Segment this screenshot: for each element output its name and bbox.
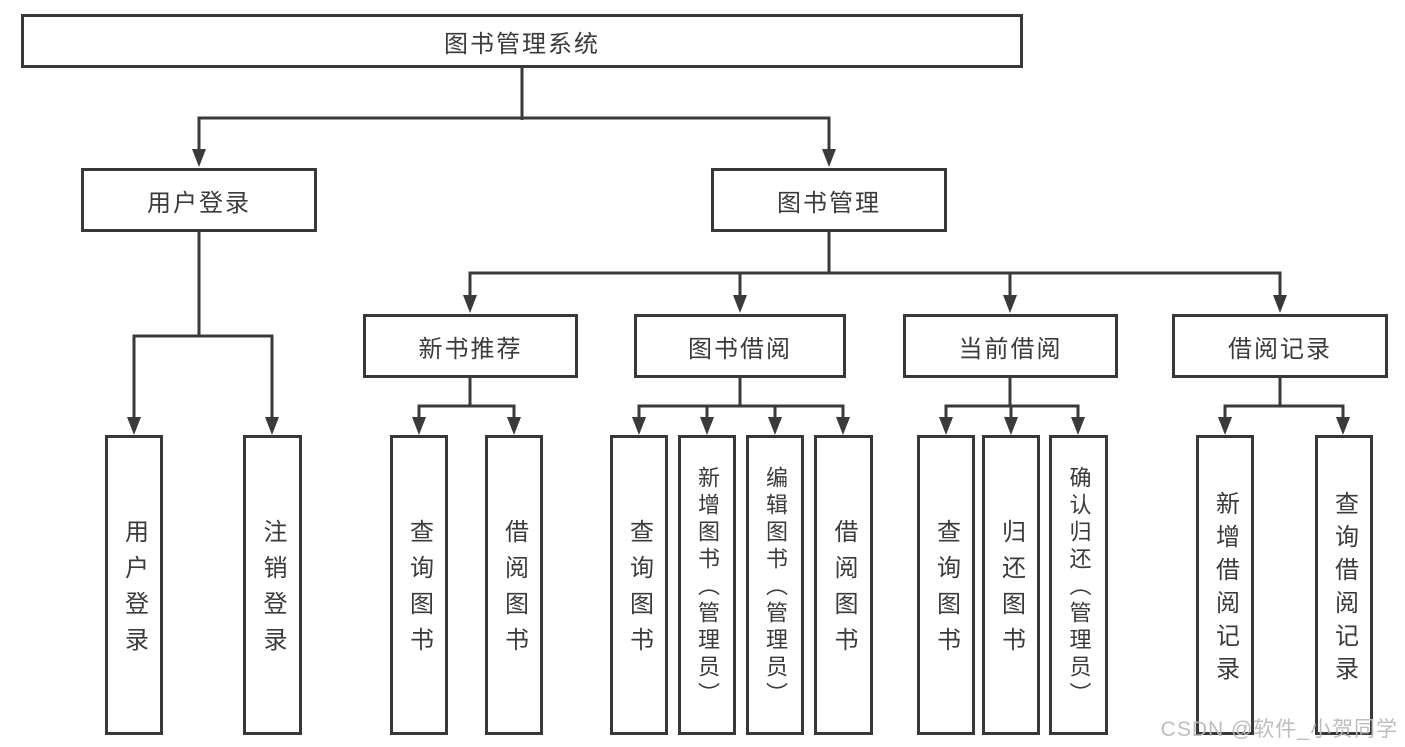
leaf-user-login-label: 用户登录 bbox=[120, 519, 148, 663]
leaf-user-login: 用户登录 bbox=[105, 435, 163, 735]
node-book-borrow-label: 图书借阅 bbox=[688, 335, 792, 363]
leaf-confirm-return-admin: 确认归还（管理员） bbox=[1049, 435, 1108, 735]
leaf-add-borrow-record: 新增借阅记录 bbox=[1196, 435, 1254, 735]
leaf-logout-label: 注销登录 bbox=[259, 519, 286, 663]
leaf-add-borrow-record-label: 新增借阅记录 bbox=[1211, 490, 1239, 689]
leaf-logout: 注销登录 bbox=[243, 435, 302, 735]
node-borrow-records: 借阅记录 bbox=[1172, 314, 1388, 378]
leaf-borrow-books-2-label: 借阅图书 bbox=[830, 519, 857, 663]
leaf-confirm-return-admin-label: 确认归还（管理员） bbox=[1066, 466, 1092, 709]
node-book-management: 图书管理 bbox=[711, 168, 947, 232]
leaf-query-books-borrow: 查询图书 bbox=[610, 435, 668, 735]
leaf-borrow-books-recommend-label: 借阅图书 bbox=[500, 519, 528, 663]
leaf-edit-book-admin: 编辑图书（管理员） bbox=[746, 435, 804, 735]
node-current-borrow: 当前借阅 bbox=[903, 314, 1118, 378]
leaf-return-book: 归还图书 bbox=[982, 435, 1040, 735]
node-new-book-recommend-label: 新书推荐 bbox=[418, 335, 523, 363]
node-user-login-label: 用户登录 bbox=[147, 189, 251, 217]
node-system-root-label: 图书管理系统 bbox=[444, 30, 600, 58]
leaf-query-books-recommend-label: 查询图书 bbox=[405, 519, 433, 663]
node-user-login: 用户登录 bbox=[81, 168, 317, 232]
csdn-watermark: CSDN @软件_小贺同学 bbox=[1160, 718, 1398, 741]
leaf-query-borrow-record-label: 查询借阅记录 bbox=[1330, 490, 1358, 689]
node-system-root: 图书管理系统 bbox=[21, 14, 1023, 68]
leaf-borrow-books-2: 借阅图书 bbox=[814, 435, 873, 735]
leaf-return-book-label: 归还图书 bbox=[997, 519, 1025, 663]
node-book-management-label: 图书管理 bbox=[777, 189, 881, 217]
leaf-query-books-recommend: 查询图书 bbox=[390, 435, 448, 735]
node-book-borrow: 图书借阅 bbox=[634, 314, 846, 378]
leaf-query-borrow-record: 查询借阅记录 bbox=[1315, 435, 1373, 735]
leaf-query-books-current-label: 查询图书 bbox=[932, 519, 960, 663]
leaf-edit-book-admin-label: 编辑图书（管理员） bbox=[763, 466, 788, 709]
node-borrow-records-label: 借阅记录 bbox=[1228, 335, 1332, 363]
leaf-borrow-books-recommend: 借阅图书 bbox=[485, 435, 543, 735]
leaf-add-book-admin: 新增图书（管理员） bbox=[678, 435, 736, 735]
node-current-borrow-label: 当前借阅 bbox=[958, 335, 1063, 363]
leaf-query-books-current: 查询图书 bbox=[917, 435, 975, 735]
node-new-book-recommend: 新书推荐 bbox=[363, 314, 578, 378]
leaf-add-book-admin-label: 新增图书（管理员） bbox=[695, 466, 720, 709]
leaf-query-books-borrow-label: 查询图书 bbox=[625, 519, 653, 663]
